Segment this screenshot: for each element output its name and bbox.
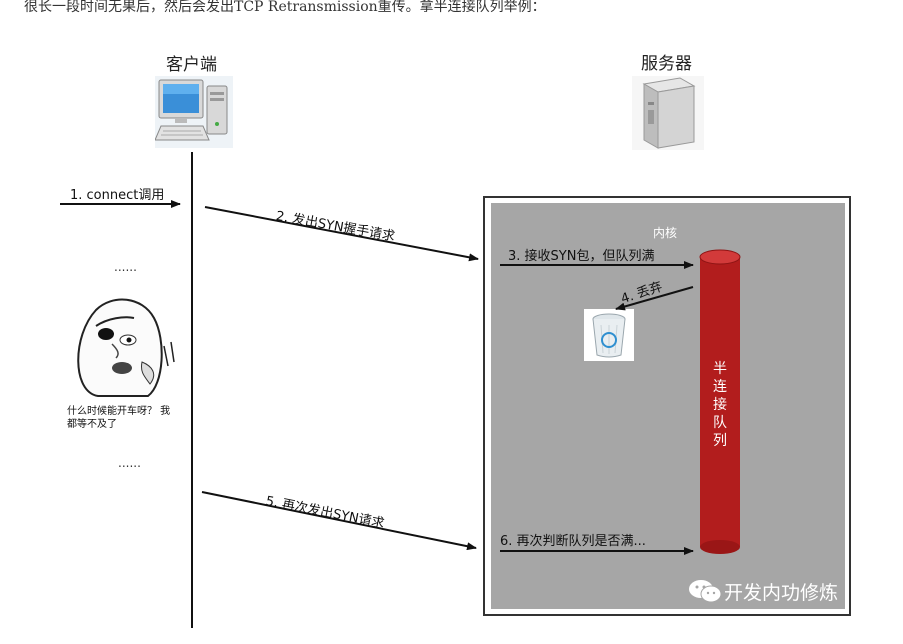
- meme-caption: 什么时候能开车呀？ 我 都等不及了: [67, 405, 170, 431]
- meme-caption-line: 什么时候能开车呀？ 我: [67, 406, 171, 417]
- client-label: 客户端: [166, 55, 217, 75]
- meme-sticker: [77, 298, 175, 397]
- queue-char: 接: [713, 397, 727, 413]
- computer-icon: [155, 76, 233, 148]
- kernel-area: [491, 203, 845, 609]
- meme-caption-line: 都等不及了: [67, 419, 117, 430]
- half-connection-queue: [699, 249, 741, 554]
- arrow-discard: [615, 286, 694, 311]
- queue-char: 列: [713, 433, 727, 449]
- queue-label: 半 连 接 队 列: [710, 360, 730, 450]
- ellipsis-top: ......: [114, 260, 137, 274]
- arrow-retry-syn: [201, 491, 477, 551]
- recycle-bin-icon: [584, 309, 634, 361]
- step-6-label: 6. 再次判断队列是否满...: [500, 534, 646, 549]
- wechat-icon: [689, 580, 722, 603]
- intro-text: 很长一段时间无果后，然后会发出TCP Retransmission重传。拿半连接…: [24, 0, 546, 15]
- watermark: 开发内功修炼: [724, 582, 839, 604]
- step-3-label: 3. 接收SYN包，但队列满: [508, 249, 655, 264]
- step-1-label: 1. connect调用: [70, 188, 165, 203]
- server-label: 服务器: [641, 54, 692, 74]
- queue-char: 连: [713, 379, 727, 395]
- arrow-syn: [204, 206, 479, 262]
- kernel-label: 内核: [653, 226, 678, 240]
- queue-char: 队: [713, 415, 727, 431]
- server-icon: [632, 76, 704, 150]
- queue-char: 半: [713, 361, 727, 377]
- ellipsis-bottom: ......: [118, 456, 141, 470]
